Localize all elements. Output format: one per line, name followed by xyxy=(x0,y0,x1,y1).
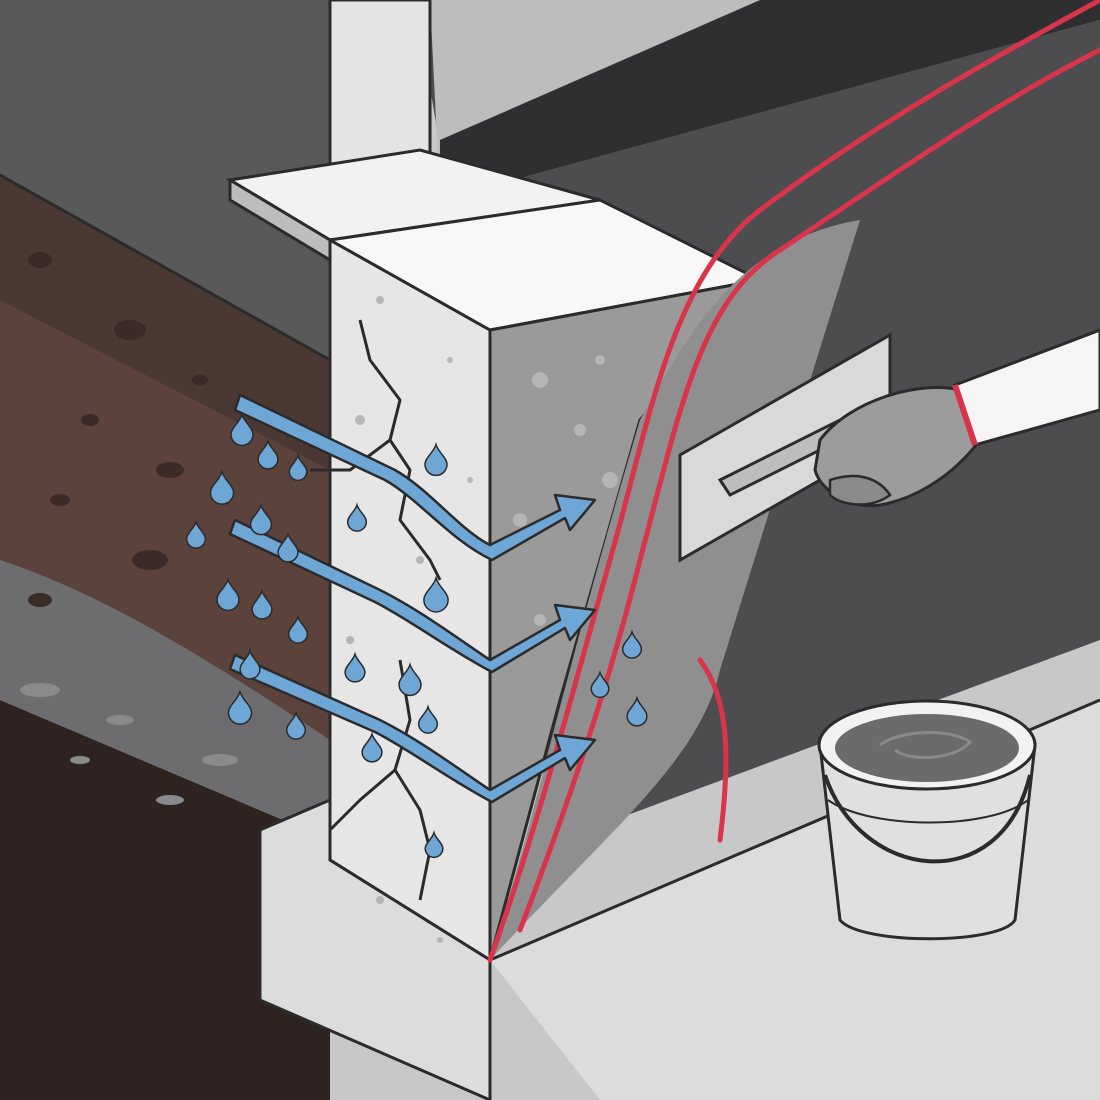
soil-cross-section xyxy=(0,0,331,1100)
water-drop-icon xyxy=(346,502,368,532)
soil-specks xyxy=(28,252,208,607)
water-drop-icon xyxy=(423,575,449,613)
bucket-handle xyxy=(823,774,1032,864)
water-drop-icon xyxy=(621,629,643,659)
water-drop-icon xyxy=(288,452,308,482)
bucket-compound xyxy=(835,714,1019,782)
water-flow-arrows xyxy=(228,393,597,804)
bucket-icon xyxy=(817,699,1037,941)
water-drop-icon xyxy=(277,531,299,563)
water-drop-icon xyxy=(249,502,273,536)
water-drop-icon xyxy=(239,648,261,680)
water-flow-arrow-icon-3 xyxy=(228,653,597,804)
water-drop-icon xyxy=(590,669,610,699)
water-drop-icon xyxy=(251,588,273,620)
concrete-specks xyxy=(346,296,618,943)
bucket-body xyxy=(818,743,1037,941)
water-drop-icon xyxy=(361,731,383,763)
water-drop-icon xyxy=(230,411,254,447)
water-drop-icon xyxy=(216,576,240,612)
water-flow-arrow-icon-1 xyxy=(233,393,597,562)
water-drop-icon xyxy=(287,614,309,644)
crack-icon-upper-branch xyxy=(310,438,391,472)
water-drops xyxy=(185,411,648,859)
water-drop-icon xyxy=(257,438,279,470)
crack-icon-upper xyxy=(358,319,442,581)
water-drop-icon xyxy=(398,661,422,697)
compound-swirl xyxy=(879,731,973,760)
ceiling-beam-dark xyxy=(440,0,1100,200)
water-drop-icon xyxy=(626,695,648,727)
ground-surface xyxy=(0,0,330,360)
water-drop-icon xyxy=(209,469,235,505)
cuff-band xyxy=(952,384,978,446)
water-flow-arrow-icon-2 xyxy=(228,518,597,674)
water-drop-icon xyxy=(424,441,448,477)
wall-cracks xyxy=(310,319,442,901)
water-drop-icon xyxy=(344,651,366,683)
glove-fingers xyxy=(828,474,892,506)
ground-edge xyxy=(0,173,331,362)
gloved-hand-icon xyxy=(813,328,1100,508)
water-drop-icon xyxy=(227,689,253,725)
gravel-specks xyxy=(20,683,238,805)
soil-bottom-band xyxy=(0,700,330,1100)
bucket-band xyxy=(827,799,1029,824)
water-drop-icon xyxy=(417,704,439,734)
membrane-line-edge xyxy=(697,657,729,843)
water-drop-icon xyxy=(185,519,207,549)
crack-icon-lower-branch xyxy=(328,768,396,832)
water-drop-icon xyxy=(285,710,307,740)
gravel-layer xyxy=(0,560,330,840)
water-drop-icon xyxy=(424,829,444,859)
crack-icon-lower xyxy=(393,659,432,901)
foundation-wall-front xyxy=(328,237,492,963)
